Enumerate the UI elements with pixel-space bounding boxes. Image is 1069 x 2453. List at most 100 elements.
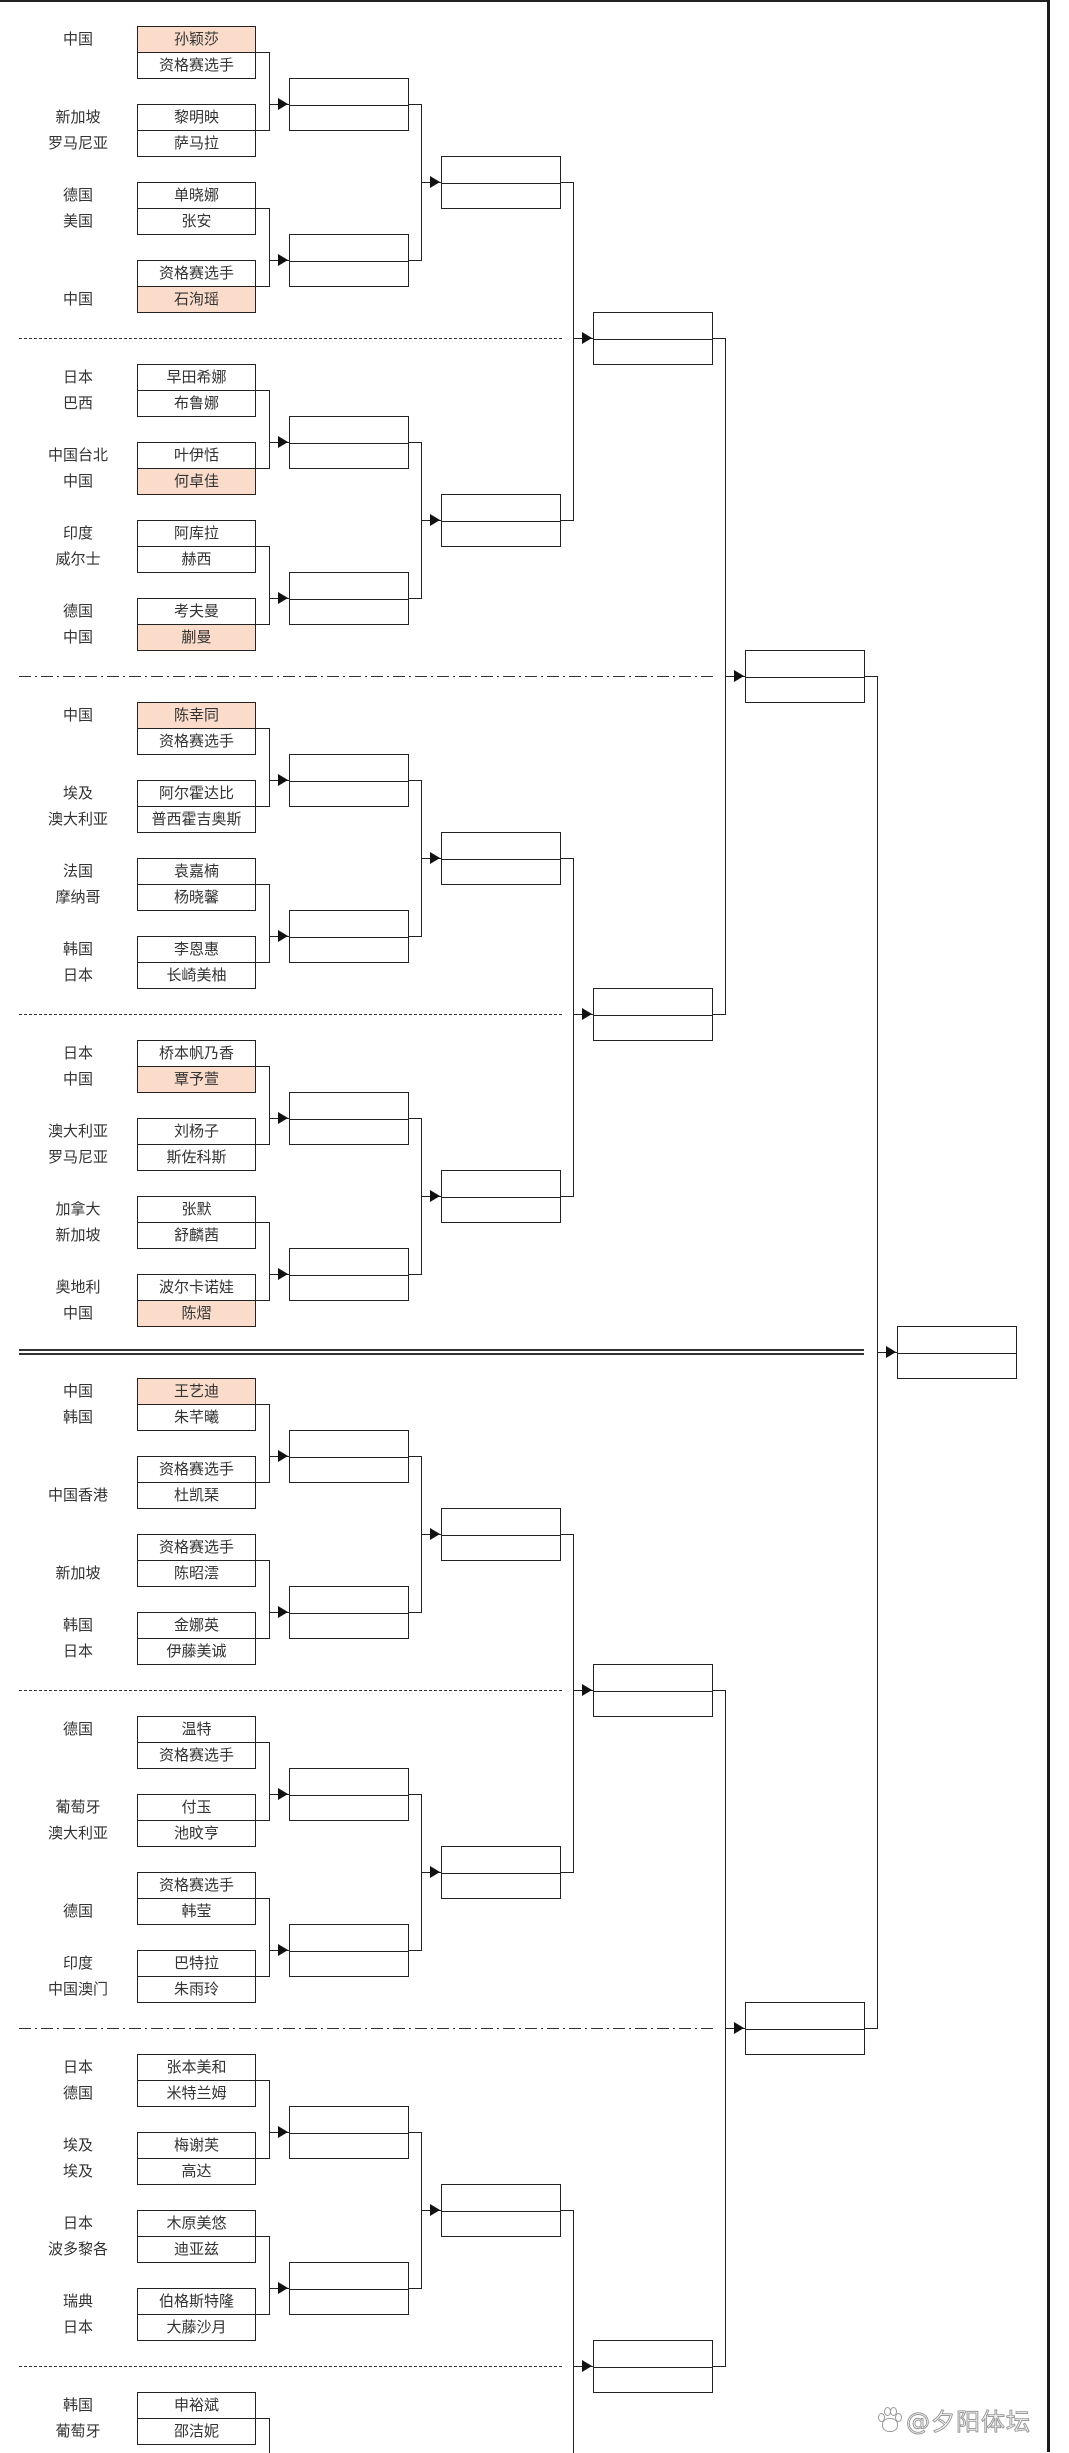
player-name-box[interactable]: 刘杨子	[137, 1118, 256, 1145]
player-name-box[interactable]: 杨晓馨	[137, 884, 256, 911]
round-2-slot	[289, 754, 409, 807]
player-name-box[interactable]: 覃予萱	[137, 1066, 256, 1093]
slot-top-half	[290, 911, 408, 936]
player-name-box[interactable]: 石洵瑶	[137, 286, 256, 313]
player-name-box[interactable]: 木原美悠	[137, 2210, 256, 2237]
player-name-box[interactable]: 袁嘉楠	[137, 858, 256, 885]
connector-line	[864, 676, 877, 677]
player-name-box[interactable]: 黎明映	[137, 104, 256, 131]
arrow-icon	[582, 2360, 592, 2372]
arrow-icon	[430, 2204, 440, 2216]
player-country: 韩国	[62, 2396, 93, 2414]
player-name-box[interactable]: 王艺迪	[137, 1378, 256, 1405]
player-name-box[interactable]: 朱芊曦	[137, 1404, 256, 1431]
player-country: 葡萄牙	[55, 1798, 101, 1816]
slot-top-half	[290, 2107, 408, 2132]
player-country: 法国	[62, 862, 93, 880]
arrow-icon	[582, 1684, 592, 1696]
player-name-box[interactable]: 资格赛选手	[137, 1742, 256, 1769]
player-name-box[interactable]: 资格赛选手	[137, 1534, 256, 1561]
player-name-box[interactable]: 米特兰姆	[137, 2080, 256, 2107]
player-name-box[interactable]: 长崎美柚	[137, 962, 256, 989]
section-divider	[19, 1349, 864, 1355]
player-name-box[interactable]: 巴特拉	[137, 1950, 256, 1977]
player-name-box[interactable]: 舒麟茜	[137, 1222, 256, 1249]
player-name-box[interactable]: 萨马拉	[137, 130, 256, 157]
player-name-box[interactable]: 韩莹	[137, 1898, 256, 1925]
player-name-box[interactable]: 赫西	[137, 546, 256, 573]
player-name-box[interactable]: 蒯曼	[137, 624, 256, 651]
player-name-box[interactable]: 何卓佳	[137, 468, 256, 495]
round-4-slot	[593, 2340, 713, 2393]
player-name-box[interactable]: 单晓娜	[137, 182, 256, 209]
connector-line	[255, 2236, 269, 2237]
player-country: 中国	[62, 1304, 93, 1322]
connector-line	[408, 1612, 421, 1613]
player-name-box[interactable]: 陈昭澐	[137, 1560, 256, 1587]
player-name-box[interactable]: 张安	[137, 208, 256, 235]
connector-line	[408, 442, 421, 443]
player-name-box[interactable]: 付玉	[137, 1794, 256, 1821]
connector-line	[712, 338, 725, 339]
slot-top-half	[290, 573, 408, 598]
player-name-box[interactable]: 杜凯琹	[137, 1482, 256, 1509]
player-name-box[interactable]: 温特	[137, 1716, 256, 1743]
slot-bottom-half	[290, 781, 408, 807]
player-country: 摩纳哥	[55, 888, 101, 906]
connector-line	[269, 1222, 270, 1301]
player-name-box[interactable]: 桥本帆乃香	[137, 1040, 256, 1067]
player-name-box[interactable]: 资格赛选手	[137, 728, 256, 755]
slot-bottom-half	[290, 1275, 408, 1301]
player-country: 埃及	[62, 2162, 93, 2180]
player-country: 德国	[62, 186, 93, 204]
player-country: 中国	[62, 472, 93, 490]
player-country: 中国台北	[47, 446, 108, 464]
round-3-slot	[441, 156, 561, 209]
player-name-box[interactable]: 斯佐科斯	[137, 1144, 256, 1171]
player-name-box[interactable]: 早田希娜	[137, 364, 256, 391]
player-name-box[interactable]: 高达	[137, 2158, 256, 2185]
player-name-box[interactable]: 申裕斌	[137, 2392, 256, 2419]
slot-bottom-half	[442, 1197, 560, 1223]
player-name-box[interactable]: 金娜英	[137, 1612, 256, 1639]
player-name-box[interactable]: 梅谢芙	[137, 2132, 256, 2159]
player-name-box[interactable]: 伊藤美诚	[137, 1638, 256, 1665]
player-name-box[interactable]: 朱雨玲	[137, 1976, 256, 2003]
round-3-slot	[441, 1170, 561, 1223]
connector-line	[255, 1560, 269, 1561]
player-name-box[interactable]: 资格赛选手	[137, 52, 256, 79]
player-name-box[interactable]: 李恩惠	[137, 936, 256, 963]
player-name-box[interactable]: 资格赛选手	[137, 260, 256, 287]
player-name-box[interactable]: 陈幸同	[137, 702, 256, 729]
player-country: 日本	[62, 2214, 93, 2232]
player-name-box[interactable]: 大藤沙月	[137, 2314, 256, 2341]
player-name-box[interactable]: 叶伊恬	[137, 442, 256, 469]
player-name-box[interactable]: 阿库拉	[137, 520, 256, 547]
player-name-box[interactable]: 波尔卡诺娃	[137, 1274, 256, 1301]
player-country: 澳大利亚	[47, 1122, 108, 1140]
player-name-box[interactable]: 资格赛选手	[137, 1872, 256, 1899]
player-name-box[interactable]: 张默	[137, 1196, 256, 1223]
connector-line	[269, 1560, 270, 1639]
player-name-box[interactable]: 迪亚兹	[137, 2236, 256, 2263]
player-name-box[interactable]: 资格赛选手	[137, 1456, 256, 1483]
player-country	[18, 1872, 138, 1898]
player-name-box[interactable]: 布鲁娜	[137, 390, 256, 417]
watermark-text: @夕阳体坛	[906, 2407, 1031, 2436]
player-name-box[interactable]: 张本美和	[137, 2054, 256, 2081]
slot-top-half	[442, 495, 560, 520]
player-country: 韩国	[62, 1616, 93, 1634]
player-country: 印度	[62, 1954, 93, 1972]
player-name-box[interactable]: 池旼亨	[137, 1820, 256, 1847]
baidu-paw-icon	[876, 2406, 902, 2432]
round-3-slot	[441, 494, 561, 547]
player-name-box[interactable]: 考夫曼	[137, 598, 256, 625]
player-name-box[interactable]: 普西霍吉奥斯	[137, 806, 256, 833]
player-name-box[interactable]: 阿尔霍达比	[137, 780, 256, 807]
player-name-box[interactable]: 孙颖莎	[137, 26, 256, 53]
connector-line	[255, 2314, 269, 2315]
player-name-box[interactable]: 伯格斯特隆	[137, 2288, 256, 2315]
player-name-box[interactable]: 陈熠	[137, 1300, 256, 1327]
round-2-slot	[289, 1924, 409, 1977]
player-name-box[interactable]: 邵洁妮	[137, 2418, 256, 2445]
